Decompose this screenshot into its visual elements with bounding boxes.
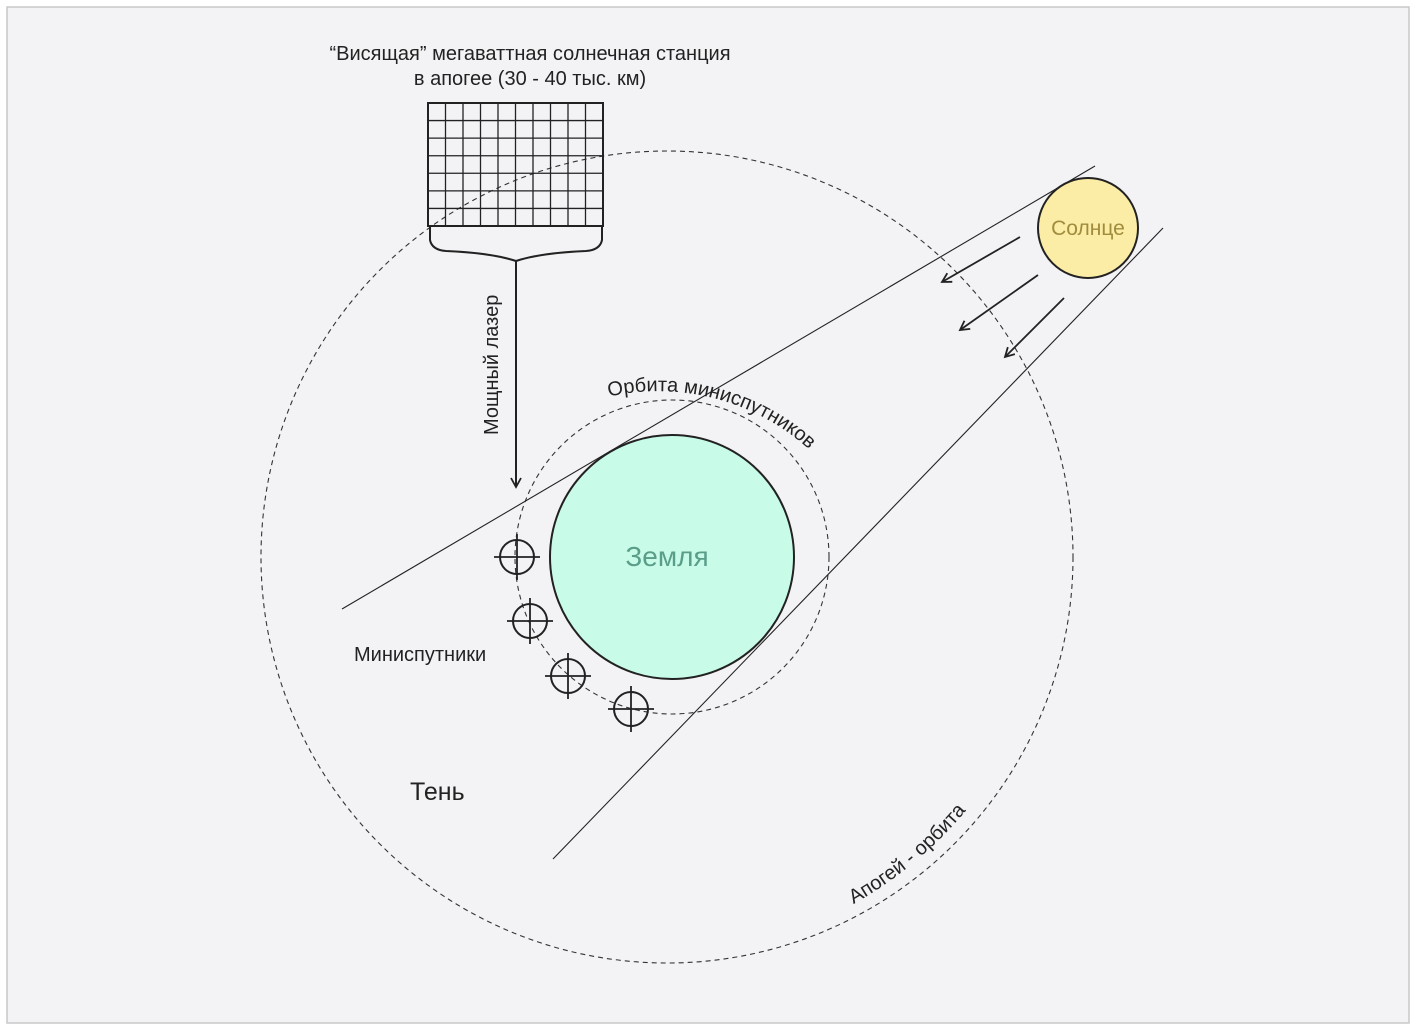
solar-station [427,102,604,263]
station-title-line2: в апогее (30 - 40 тыс. км) [414,68,646,90]
mini-satellite-icon [507,598,553,644]
mini-satellites [494,534,654,732]
shadow-line-lower [552,227,1164,860]
mini-satellite-icon [545,653,591,699]
sun-label: Солнце [1051,217,1125,240]
station-title-line1: “Висящая” мегаваттная солнечная станция [329,43,730,65]
laser-label: Мощный лазер [481,295,503,435]
solar-panel-grid [428,103,603,226]
shadow-line-upper [341,165,1096,610]
sun-ray-2 [958,274,1039,332]
satellites-label: Миниспутники [354,644,486,666]
mini-orbit-circle [514,399,830,715]
shadow-label: Тень [410,778,465,806]
earth-circle [549,434,795,680]
mini-satellite-icon [608,686,654,732]
sun-ray-1 [940,236,1021,283]
apogee-orbit-circle [260,150,1074,964]
earth-label: Земля [625,541,708,572]
sun-rays [940,236,1065,359]
mini-satellite-icon [494,534,540,580]
sun-circle [1037,177,1139,279]
sun-ray-3 [1003,297,1065,359]
